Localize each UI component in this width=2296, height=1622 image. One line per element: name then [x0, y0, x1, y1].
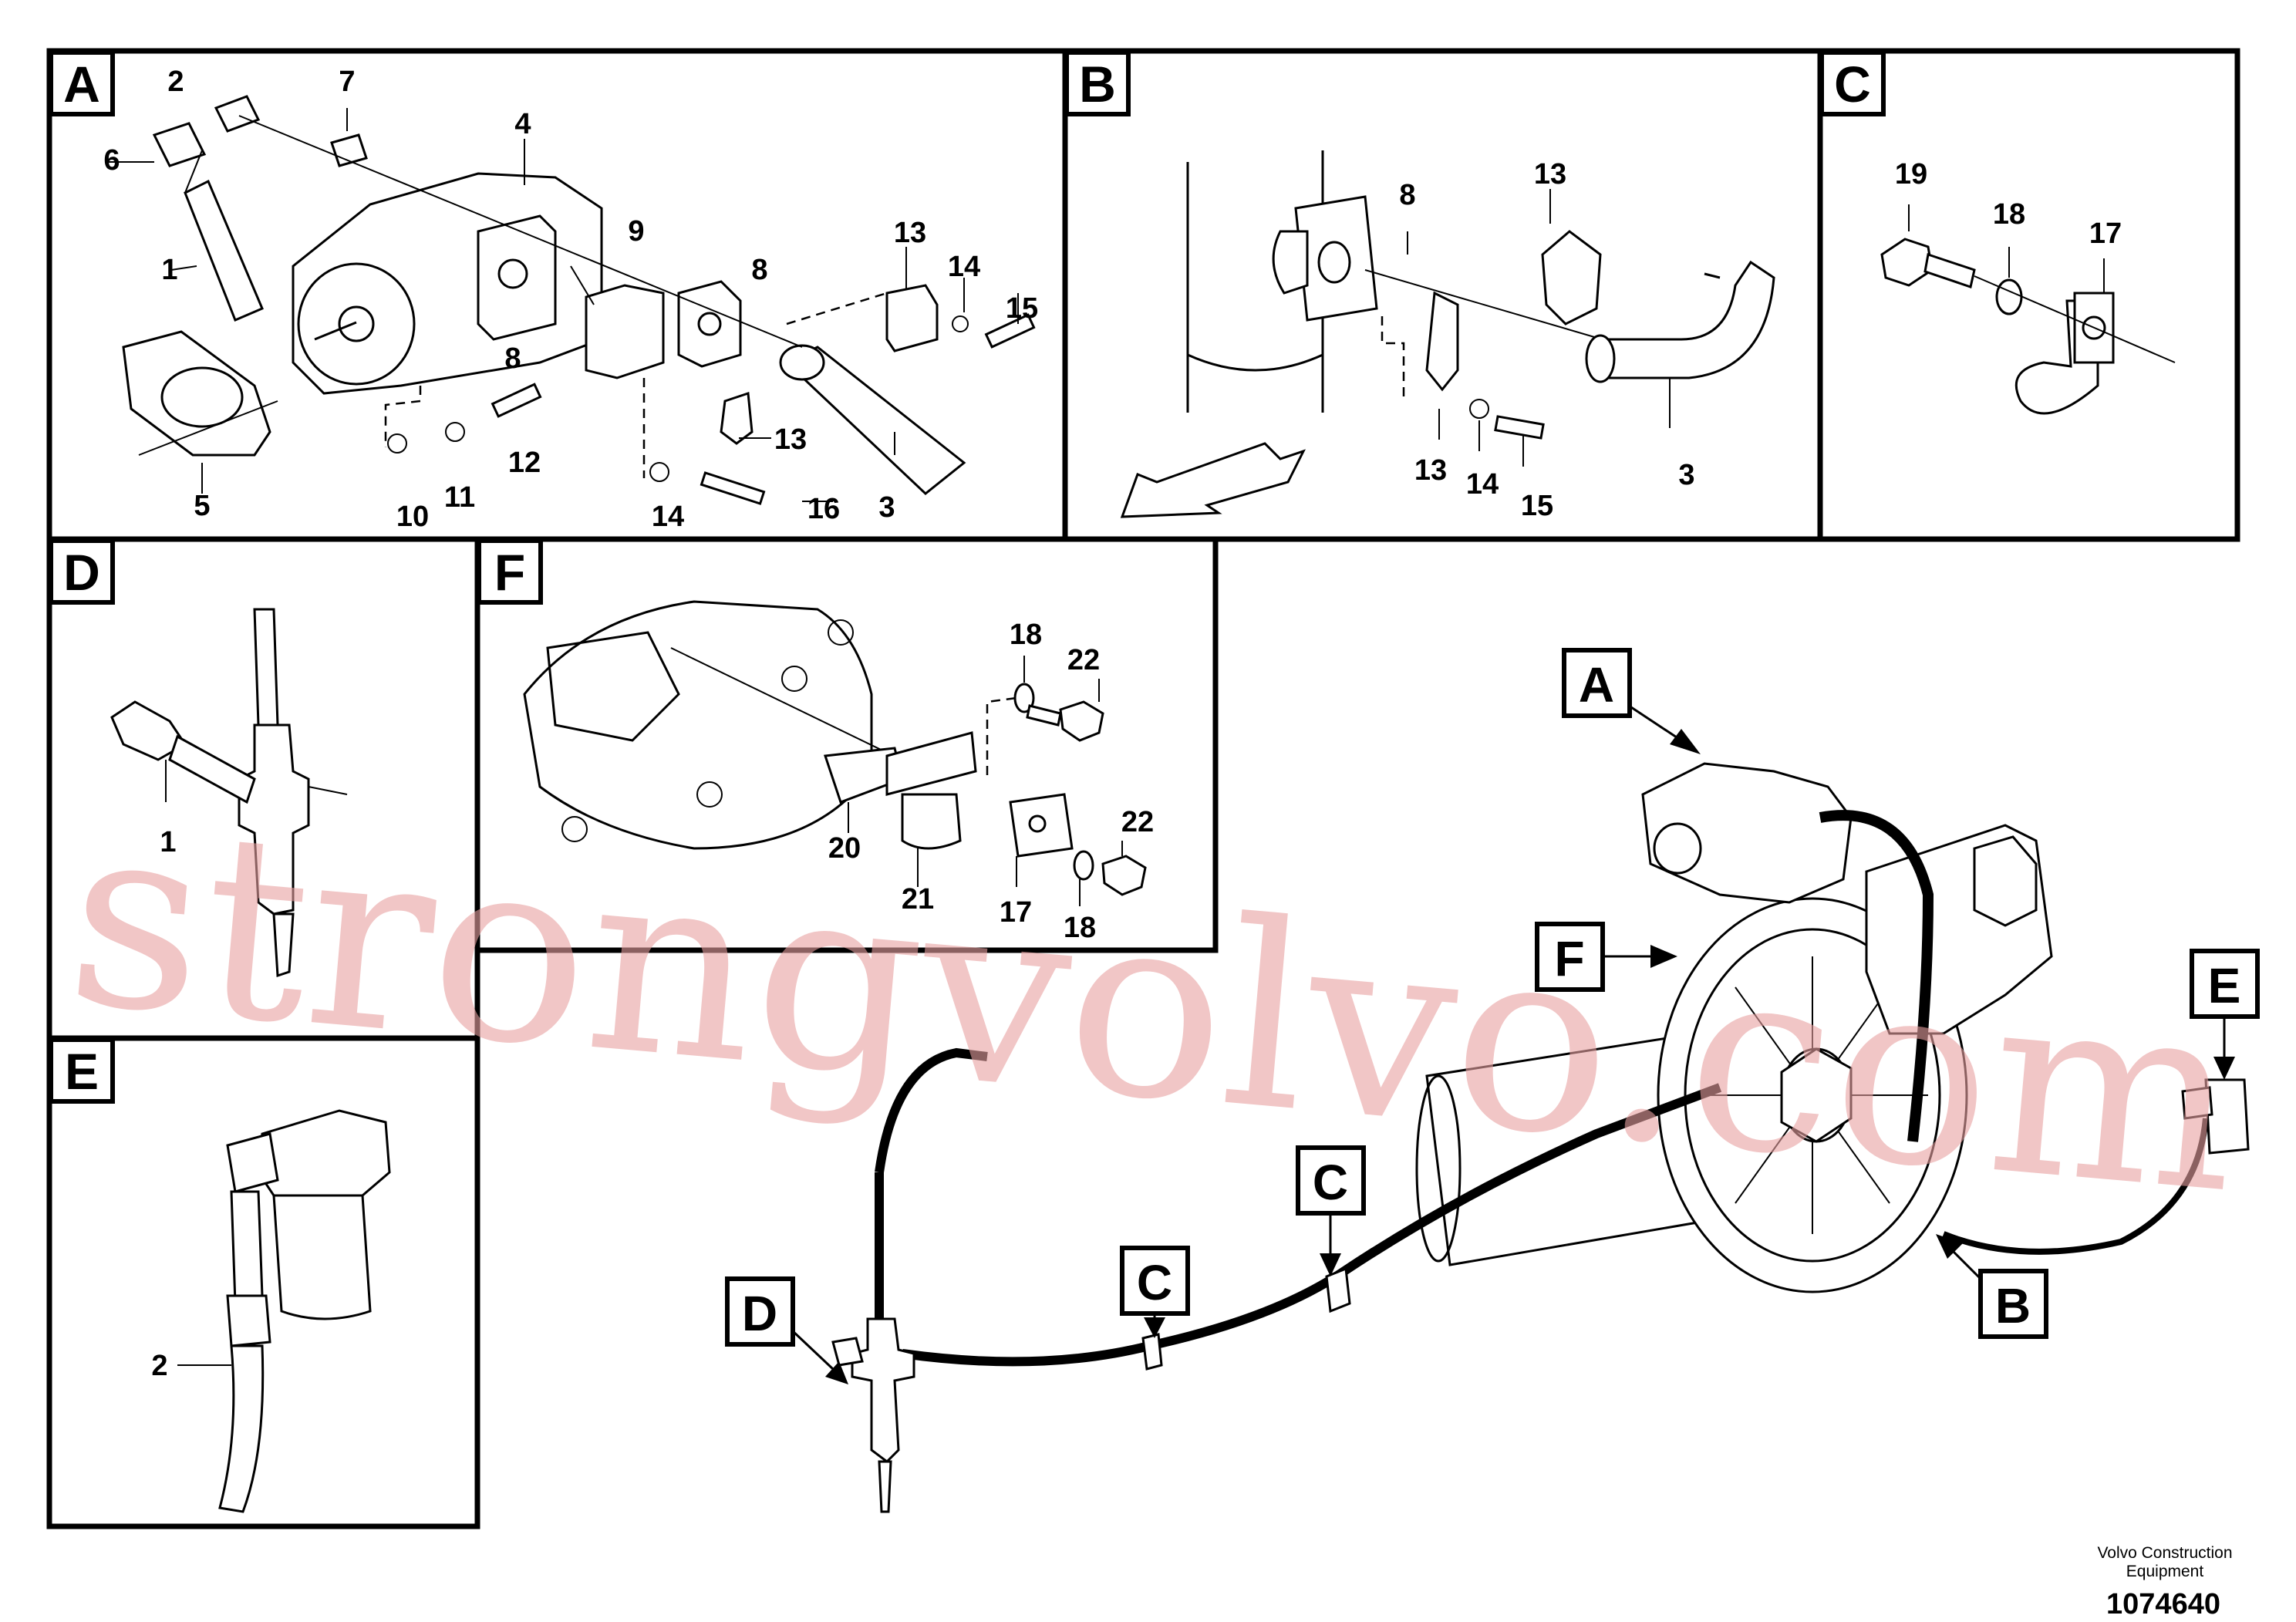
callout-b: B	[1995, 1278, 2031, 1334]
part-num: 21	[902, 883, 934, 916]
bolt-19	[1880, 238, 1934, 287]
panel-f-label: F	[494, 544, 525, 601]
overview-callouts: A F E B C C D	[725, 648, 2260, 1384]
part-num: 20	[828, 832, 861, 865]
filter-canister	[272, 1194, 372, 1320]
part-num: 4	[514, 108, 531, 140]
tee-overview	[851, 1317, 915, 1463]
part-num: 18	[1993, 198, 2025, 231]
elbow-hose-3	[1603, 260, 1775, 379]
panel-e: E 2	[49, 1037, 391, 1513]
panel-f: F 18 22 20 21 17 18 22	[477, 538, 1154, 944]
part-num: 19	[1895, 158, 1927, 191]
callout-d: D	[742, 1286, 777, 1341]
part-num: 2	[151, 1350, 167, 1382]
part-num: 5	[194, 490, 210, 522]
footer: Volvo Construction Equipment 1074640	[2097, 1544, 2232, 1620]
split-flange-half	[1425, 291, 1459, 392]
credit-line-1: Volvo Construction	[2097, 1544, 2232, 1562]
part-num: 2	[167, 66, 184, 98]
part-num: 13	[894, 217, 926, 249]
part-num: 14	[1466, 468, 1499, 501]
part-num: 9	[628, 215, 644, 248]
part-num: 3	[1678, 459, 1694, 491]
part-num: 8	[504, 342, 521, 375]
split-flange	[677, 280, 742, 368]
panel-a-label: A	[63, 56, 100, 113]
panel-b: B 8 13 13 14 15 3	[1064, 50, 1775, 522]
part-num: 16	[807, 493, 840, 525]
callout-a: A	[1579, 657, 1614, 713]
gasket-flange	[122, 330, 271, 457]
bolt-22-lower	[1101, 855, 1147, 896]
part-num: 22	[1067, 644, 1100, 676]
part-num: 13	[774, 423, 807, 456]
part-num: 18	[1010, 619, 1042, 651]
pilot-hose	[875, 1047, 988, 1173]
part-num: 15	[1006, 292, 1038, 325]
part-num: 6	[103, 144, 120, 177]
part-num: 1	[161, 254, 177, 286]
flange-half	[885, 284, 939, 352]
part-num: 1	[160, 826, 176, 858]
part-num: 8	[1399, 179, 1415, 211]
gear-pump-overview	[1641, 762, 1853, 904]
part-num: 12	[508, 447, 541, 479]
part-num: 10	[396, 501, 429, 533]
overview-assembly	[831, 762, 2250, 1513]
part-num: 18	[1064, 912, 1096, 944]
panel-b-label: B	[1079, 56, 1116, 113]
clamp-c-2	[1325, 1266, 1351, 1313]
filter-overview	[2204, 1078, 2250, 1155]
hose-1	[184, 179, 264, 322]
clamp-21	[901, 793, 962, 850]
watermark: strongvolvo.com	[58, 765, 2250, 1249]
panel-d: D 1	[49, 538, 348, 978]
credit-line-2: Equipment	[2126, 1563, 2204, 1580]
part-num: 22	[1121, 806, 1154, 838]
part-num: 14	[652, 501, 684, 533]
part-num: 14	[948, 251, 980, 283]
clamp-c-1	[1141, 1333, 1163, 1371]
callout-f: F	[1554, 931, 1584, 986]
hose-2	[218, 1344, 265, 1513]
part-num: 11	[444, 481, 475, 514]
panel-a: A	[49, 50, 1038, 533]
fitting-2	[230, 1190, 264, 1305]
panel-d-label: D	[63, 544, 100, 601]
bolt-22-upper	[1059, 700, 1104, 742]
front-direction-arrow	[1120, 442, 1306, 518]
callout-c-right: C	[1313, 1155, 1348, 1210]
panel-c-label: C	[1834, 56, 1871, 113]
panel-e-label: E	[65, 1043, 99, 1100]
hose-vertical	[253, 608, 279, 727]
part-num: 15	[1521, 490, 1553, 522]
part-num: 13	[1414, 454, 1447, 487]
doc-number: 1074640	[2106, 1588, 2220, 1620]
adapter-block	[585, 284, 665, 379]
part-num: 8	[751, 254, 767, 286]
panel-c: C 19 18 17	[1819, 50, 2176, 415]
part-num: 17	[1000, 896, 1032, 929]
washer-18	[1995, 278, 2023, 315]
part-num: 17	[2089, 218, 2122, 250]
split-flange-half	[1541, 230, 1602, 325]
callout-e: E	[2208, 958, 2241, 1013]
part-num: 7	[339, 66, 355, 98]
part-num: 13	[1534, 158, 1566, 191]
clamp-17	[1009, 793, 1074, 858]
panel-frames	[46, 48, 2240, 1529]
part-num: 3	[878, 491, 895, 524]
callout-c-left: C	[1137, 1255, 1172, 1310]
pump-hose	[1819, 810, 1934, 1142]
